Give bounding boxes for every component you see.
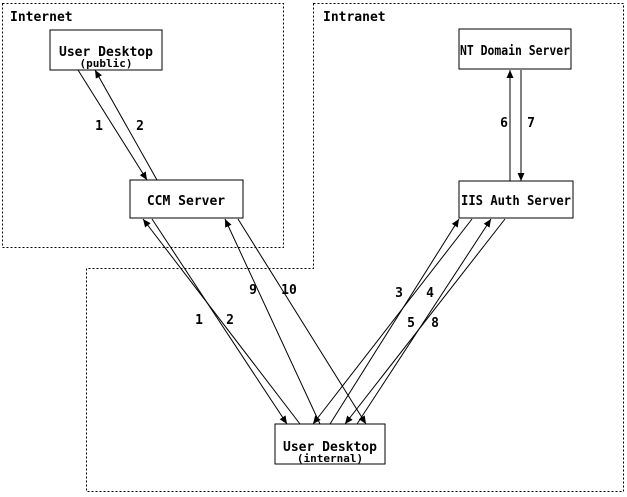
intranet-zone-label: Intranet <box>323 10 386 25</box>
flow-line-1-internal-to-ccm <box>142 218 301 425</box>
flow-line-2-ccm-to-public <box>94 69 158 181</box>
internet-zone-label: Internet <box>10 10 73 25</box>
flow-line-9-internal-to-ccm <box>224 218 321 425</box>
flow-label-2-public: 2 <box>136 119 144 134</box>
flow-label-1-public: 1 <box>95 119 103 134</box>
user-desktop-internal-title: User Desktop <box>283 440 377 455</box>
flow-label-8: 8 <box>431 316 439 331</box>
node-user-desktop-public <box>49 29 163 71</box>
flow-label-6: 6 <box>500 116 508 131</box>
nt-domain-server-title: NT Domain Server <box>460 44 570 59</box>
internet-zone-outline <box>2 3 284 248</box>
flow-label-3: 3 <box>395 286 403 301</box>
flow-line-2-ccm-to-internal <box>151 218 288 425</box>
node-ccm-server <box>129 179 244 219</box>
flow-label-4: 4 <box>426 286 434 301</box>
node-nt-domain-server <box>458 28 572 70</box>
flow-label-1-internal: 1 <box>195 313 203 328</box>
flow-line-4-iis-to-internal <box>312 218 473 425</box>
user-desktop-public-subtitle: (public) <box>80 57 133 70</box>
flow-label-5: 5 <box>407 316 415 331</box>
iis-auth-server-title: IIS Auth Server <box>461 194 571 209</box>
flow-line-10-ccm-to-internal <box>237 218 367 425</box>
user-desktop-internal-subtitle: (internal) <box>297 452 363 465</box>
flow-line-1-public-to-ccm <box>77 69 148 181</box>
node-iis-auth-server <box>458 180 574 219</box>
intranet-zone-outline <box>86 3 624 492</box>
flow-label-2-internal: 2 <box>226 313 234 328</box>
flow-label-10: 10 <box>281 283 297 298</box>
flow-label-9: 9 <box>249 283 257 298</box>
flow-line-8-iis-to-internal <box>344 218 506 425</box>
flow-line-5-internal-to-iis <box>356 218 492 425</box>
flow-line-3-internal-to-iis <box>329 218 460 425</box>
user-desktop-public-title: User Desktop <box>59 45 153 60</box>
ccm-server-title: CCM Server <box>147 194 225 209</box>
flow-label-7: 7 <box>527 116 535 131</box>
